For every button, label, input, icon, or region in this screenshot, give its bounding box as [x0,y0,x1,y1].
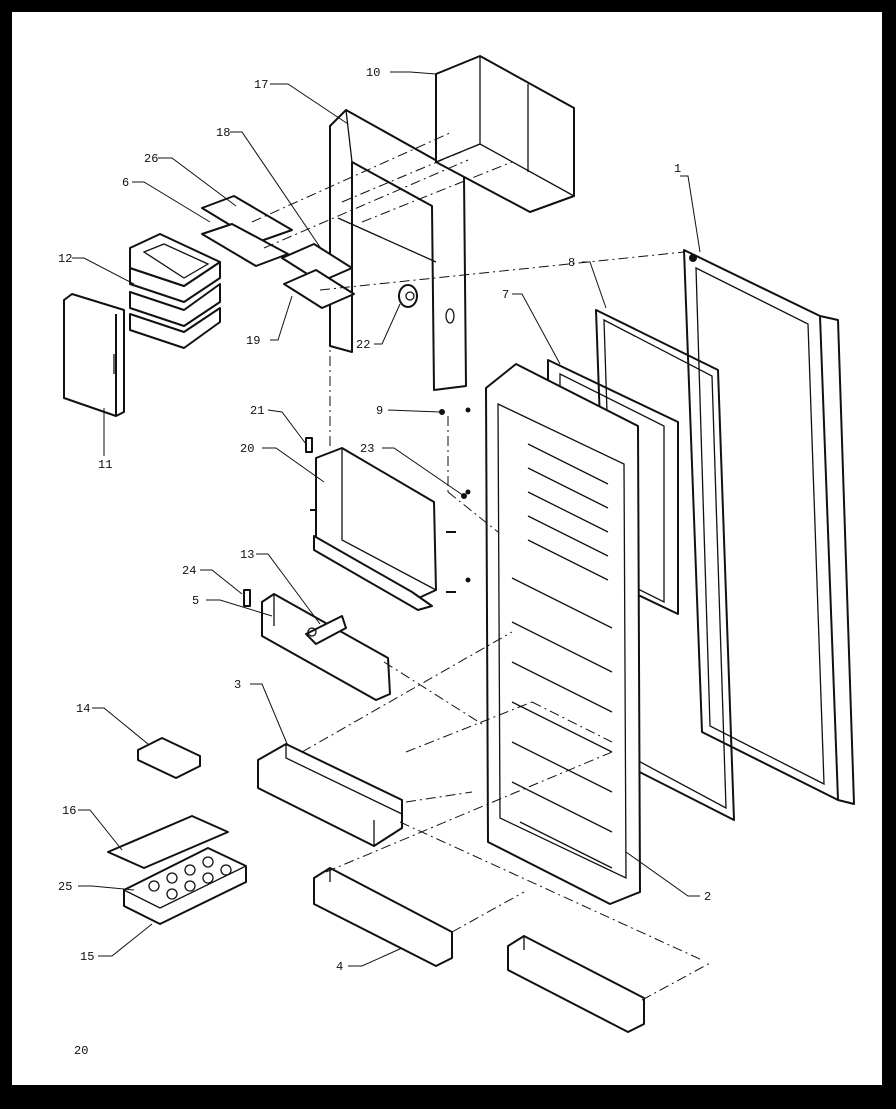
part-10-ice-housing [341,55,575,223]
callout-11: 11 [98,458,112,472]
callout-5: 5 [192,594,199,608]
callout-7: 7 [502,288,509,302]
part-1-outer-door [683,249,855,805]
part-22-actuator [398,284,418,308]
diagram-frame: 1 2 3 4 5 6 7 8 9 10 11 12 13 14 15 16 1… [12,12,882,1085]
callout-12: 12 [58,252,72,266]
callout-10: 10 [366,66,380,80]
callout-22: 22 [356,338,370,352]
callout-3: 3 [234,678,241,692]
part-13-bracket [305,615,347,645]
exploded-view-drawing: 1 2 3 4 5 6 7 8 9 10 11 12 13 14 15 16 1… [58,55,855,1033]
callout-23: 23 [360,442,374,456]
part-9-screw [439,409,445,415]
part-20-dispenser-housing [310,447,456,611]
callout-16: 16 [62,804,76,818]
part-12-stacked-bins [129,233,221,349]
callout-4: 4 [336,960,343,974]
callout-14: 14 [76,702,90,716]
part-2-door-liner [465,363,641,905]
callout-1: 1 [674,162,681,176]
callout-15: 15 [80,950,94,964]
part-17-dispenser-frame [329,109,467,391]
callout-20: 20 [240,442,254,456]
callout-2: 2 [704,890,711,904]
callout-labels: 1 2 3 4 5 6 7 8 9 10 11 12 13 14 15 16 1… [58,66,711,974]
liner-shelf-ribs [511,443,613,869]
callout-8: 8 [568,256,575,270]
callout-21: 21 [250,404,264,418]
part-4-lower-bin-second [507,935,645,1033]
part-3-door-bin [257,743,403,847]
part-6-plate [201,223,289,267]
part-4-lower-bin [313,867,453,967]
assembly-lines [251,131,713,1001]
part-5-shelf [261,593,391,701]
callout-13: 13 [240,548,254,562]
callout-6: 6 [122,176,129,190]
leader-lines [72,71,701,967]
part-15-ice-tray [123,847,247,925]
callout-17: 17 [254,78,268,92]
part-11-ice-door [63,293,125,417]
callout-25: 25 [58,880,72,894]
callout-18: 18 [216,126,230,140]
callout-9: 9 [376,404,383,418]
part-16-ice-tray-lid [107,815,229,869]
part-24-clip [243,589,251,607]
callout-26: 26 [144,152,158,166]
page-number: 20 [74,1044,89,1058]
part-21-fastener [305,437,313,453]
callout-19: 19 [246,334,260,348]
part-14-small-tray [137,737,201,779]
part-19-bracket [283,269,355,446]
callout-24: 24 [182,564,196,578]
